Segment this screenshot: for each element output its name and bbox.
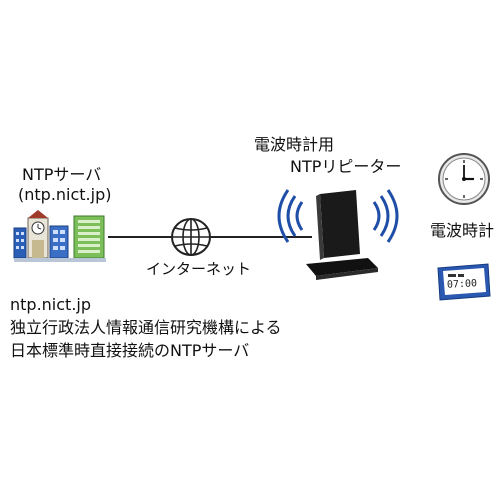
- wall-clock-icon: [438, 153, 490, 205]
- digital-clock-icon: [437, 263, 491, 301]
- description-line-1: ntp.nict.jp: [10, 295, 91, 314]
- repeater-label-line2: NTPリピーター: [290, 157, 402, 176]
- repeater-label-line1: 電波時計用: [254, 135, 335, 154]
- repeater-device-icon: [277, 189, 399, 280]
- description-line-2: 独立行政法人情報通信研究機構による: [10, 318, 282, 337]
- server-label: NTPサーバ: [22, 165, 102, 184]
- server-host: (ntp.nict.jp): [18, 185, 112, 204]
- digital-clock-display: 07:00: [446, 278, 478, 291]
- internet-label: インターネット: [146, 260, 252, 278]
- description-line-3: 日本標準時直接接続のNTPサーバ: [10, 341, 250, 360]
- server-buildings-icon: [13, 210, 106, 262]
- globe-icon: [171, 218, 211, 256]
- clock-label: 電波時計: [430, 221, 495, 240]
